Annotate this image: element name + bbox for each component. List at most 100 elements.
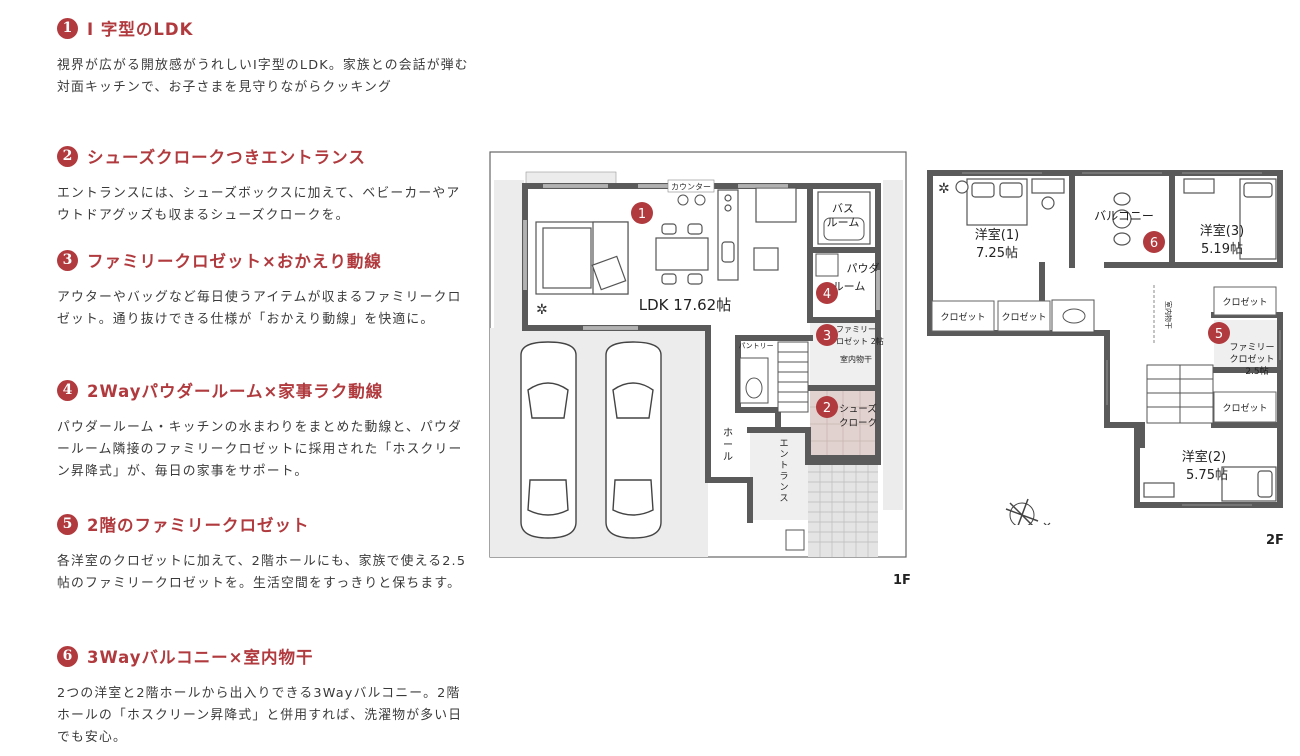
kitchen-icon xyxy=(717,187,797,281)
closet-label: クロゼット xyxy=(940,311,985,323)
feature-body: パウダールーム・キッチンの水まわりをまとめた動線と、パウダールーム隣接のファミリ… xyxy=(57,420,463,479)
hall-label-1: ホ xyxy=(723,427,733,439)
toilet-icon xyxy=(1062,308,1086,324)
number-badge: 1 xyxy=(57,17,78,39)
feature-heading: 2階のファミリークロゼット xyxy=(87,516,310,535)
umbrella-stand xyxy=(785,529,805,551)
plant-icon: ✲ xyxy=(536,302,548,318)
svg-text:6: 6 xyxy=(1150,236,1158,251)
ldk-label: LDK 17.62帖 xyxy=(639,296,731,314)
window-lines xyxy=(524,185,879,329)
stool-icon xyxy=(694,194,706,206)
balcony-chairs-icon xyxy=(1112,192,1132,246)
powder-label-2: ルーム xyxy=(833,280,866,293)
bathtub-basin xyxy=(823,217,865,241)
entrance-label-6: ス xyxy=(779,494,788,504)
hall-label-2: ー xyxy=(723,440,733,451)
floor-label-1f: 1F xyxy=(893,573,911,588)
number-badge: 3 xyxy=(57,249,78,271)
feature-5: 5 2階のファミリークロゼット 各洋室のクロゼットに加えて、2階ホールにも、家族… xyxy=(57,510,472,595)
plan-badge-6: 6 xyxy=(1143,231,1165,253)
svg-text:1: 1 xyxy=(638,207,646,222)
bed-icon xyxy=(966,178,1028,226)
closet-boxes xyxy=(931,286,1277,423)
family-closet-label-2: クロゼット 2帖 xyxy=(828,336,884,346)
indoor-drying-label-2f: 室内物干 xyxy=(1164,301,1173,329)
feature-title: 5 2階のファミリークロゼット xyxy=(57,510,472,538)
dining-table-icon xyxy=(655,223,709,285)
family-closet-2f-label-1: ファミリー xyxy=(1229,343,1274,353)
bed-icon xyxy=(1143,466,1277,502)
floor-plan-1f: カウンター ✲ LDK 17.62帖 バス ルーム パウダ ルーム ファミリー … xyxy=(489,151,907,558)
bath-label-1: バス xyxy=(832,202,854,215)
floor-plan-2f: ✲ クロゼット クロゼット クロゼット クロゼット 洋室(1) 7.25帖 洋室… xyxy=(927,170,1283,525)
bed-icon xyxy=(1183,178,1277,260)
number-badge: 2 xyxy=(57,145,78,167)
room2-label: 洋室(2) xyxy=(1182,449,1226,465)
desk-icon xyxy=(955,178,1065,210)
svg-text:2: 2 xyxy=(823,401,831,416)
room1-area: 7.25帖 xyxy=(976,246,1018,261)
feature-heading: ファミリークロゼット×おかえり動線 xyxy=(87,252,382,271)
car-icon xyxy=(520,341,577,539)
svg-text:4: 4 xyxy=(823,287,831,302)
feature-title: 2 シューズクロークつきエントランス xyxy=(57,142,472,170)
entrance-label-5: ン xyxy=(779,483,788,493)
shoe-cloak-label-1: シューズ xyxy=(839,403,877,415)
feature-1: 1 I 字型のLDK 視界が広がる開放感がうれしいI字型のLDK。家族との会話が… xyxy=(57,14,472,99)
number-badge: 5 xyxy=(57,513,78,535)
room3-label: 洋室(3) xyxy=(1200,223,1244,239)
feature-title: 6 3Wayバルコニー×室内物干 xyxy=(57,642,472,670)
feature-body: 2つの洋室と2階ホールから出入りできる3Wayバルコニー。2階ホールの「ホスクリ… xyxy=(57,686,463,745)
plan-badge-2: 2 xyxy=(816,396,838,418)
feature-body: アウターやバッグなど毎日使うアイテムが収まるファミリークロゼット。通り抜けできる… xyxy=(57,290,462,327)
sofa-icon xyxy=(535,221,629,295)
entrance-label-2: ン xyxy=(779,450,788,460)
hall-label-3: ル xyxy=(723,452,733,463)
room1-label: 洋室(1) xyxy=(975,227,1019,243)
stairs-1f xyxy=(777,341,809,413)
number-badge: 6 xyxy=(57,645,78,667)
bath-label-2: ルーム xyxy=(827,216,860,229)
feature-heading: 3Wayバルコニー×室内物干 xyxy=(87,648,314,667)
svg-text:5: 5 xyxy=(1215,327,1223,342)
side-yard xyxy=(883,180,903,510)
feature-body: 視界が広がる開放感がうれしいI字型のLDK。家族との会話が弾む対面キッチンで、お… xyxy=(57,58,469,95)
family-closet-2f-label-2: クロゼット xyxy=(1229,353,1274,365)
feature-heading: I 字型のLDK xyxy=(87,20,194,39)
feature-title: 4 2Wayパウダールーム×家事ラク動線 xyxy=(57,376,472,404)
family-closet-label-1: ファミリー xyxy=(836,325,876,334)
floor-label-2f: 2F xyxy=(1266,533,1284,548)
pantry-label: パントリー xyxy=(738,342,773,350)
feature-body: エントランスには、シューズボックスに加えて、ベビーカーやアウトドアグッズも収まる… xyxy=(57,186,461,223)
plan-badge-5: 5 xyxy=(1208,322,1230,344)
feature-title: 3 ファミリークロゼット×おかえり動線 xyxy=(57,246,472,274)
closet-label: クロゼット xyxy=(1222,296,1267,308)
washbasin-icon xyxy=(815,253,839,277)
counter-box xyxy=(667,179,715,193)
plant-icon: ✲ xyxy=(938,181,950,197)
family-closet-2f-label-3: 2.5帖 xyxy=(1245,365,1268,377)
toilet-icon xyxy=(745,377,763,399)
indoor-drying-label: 室内物干 xyxy=(840,354,872,364)
stairs-2f xyxy=(1146,364,1214,424)
entrance-tiles xyxy=(750,430,878,557)
feature-2: 2 シューズクロークつきエントランス エントランスには、シューズボックスに加えて… xyxy=(57,142,472,227)
feature-6: 6 3Wayバルコニー×室内物干 2つの洋室と2階ホールから出入りできる3Way… xyxy=(57,642,472,749)
feature-title: 1 I 字型のLDK xyxy=(57,14,472,42)
number-badge: 4 xyxy=(57,379,78,401)
feature-4: 4 2Wayパウダールーム×家事ラク動線 パウダールーム・キッチンの水まわりをま… xyxy=(57,376,472,483)
plan-badge-1: 1 xyxy=(631,202,653,224)
entrance-label-4: ラ xyxy=(779,471,788,482)
svg-text:3: 3 xyxy=(823,329,831,344)
feature-3: 3 ファミリークロゼット×おかえり動線 アウターやバッグなど毎日使うアイテムが収… xyxy=(57,246,472,331)
feature-heading: シューズクロークつきエントランス xyxy=(87,148,366,167)
closet-label: クロゼット xyxy=(1222,402,1267,414)
entrance-label-3: ト xyxy=(779,461,788,471)
plan-badge-3: 3 xyxy=(816,324,838,346)
powder-label-1: パウダ xyxy=(847,261,880,275)
room2-area: 5.75帖 xyxy=(1186,468,1228,483)
balcony-label: バルコニー xyxy=(1094,209,1154,223)
room3-area: 5.19帖 xyxy=(1201,242,1243,257)
stool-icon xyxy=(677,194,689,206)
